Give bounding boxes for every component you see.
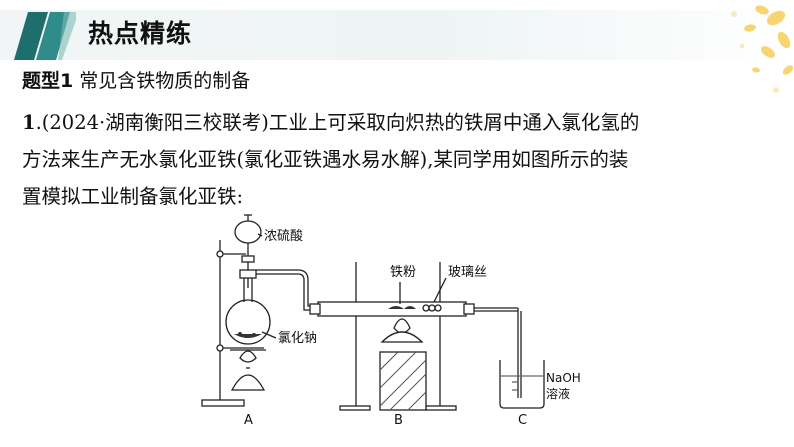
section-tag: 题型1 [22, 70, 74, 92]
apparatus-a [201, 214, 318, 407]
question-line-3: 置模拟工业制备氯化亚铁: [22, 185, 244, 208]
label-nacl: 氯化钠 [278, 331, 317, 346]
question-text: 1.(2024·湖南衡阳三校联考)工业上可采取向炽热的铁屑中通入氯化氢的 方法来… [22, 104, 782, 215]
label-part-b: B [394, 413, 403, 428]
question-line-1: 1.(2024·湖南衡阳三校联考)工业上可采取向炽热的铁屑中通入氯化氢的 [22, 111, 640, 134]
question-line-2: 方法来生产无水氯化亚铁(氯化亚铁遇水易水解),某同学用如图所示的装 [22, 148, 629, 171]
label-iron-powder: 铁粉 [390, 265, 416, 280]
label-conc-acid: 浓硫酸 [264, 229, 303, 244]
label-solution: 溶液 [546, 386, 570, 401]
label-part-c: C [518, 413, 527, 428]
page-title: 热点精练 [88, 19, 193, 48]
question-number: 1 [22, 111, 36, 134]
apparatus-c [499, 360, 545, 409]
label-naoh: NaOH [546, 371, 581, 385]
apparatus-diagram: 浓硫酸 氯化钠 A [201, 214, 581, 428]
label-part-a: A [244, 413, 253, 428]
label-glass-wool: 玻璃丝 [448, 265, 487, 280]
section-title: 常见含铁物质的制备 [79, 70, 251, 92]
apparatus-b [309, 262, 522, 411]
flower-decoration-icon [731, 5, 794, 93]
header-decoration-icon [14, 12, 76, 60]
section-heading: 题型1 常见含铁物质的制备 [22, 66, 250, 93]
header-band [0, 10, 794, 60]
